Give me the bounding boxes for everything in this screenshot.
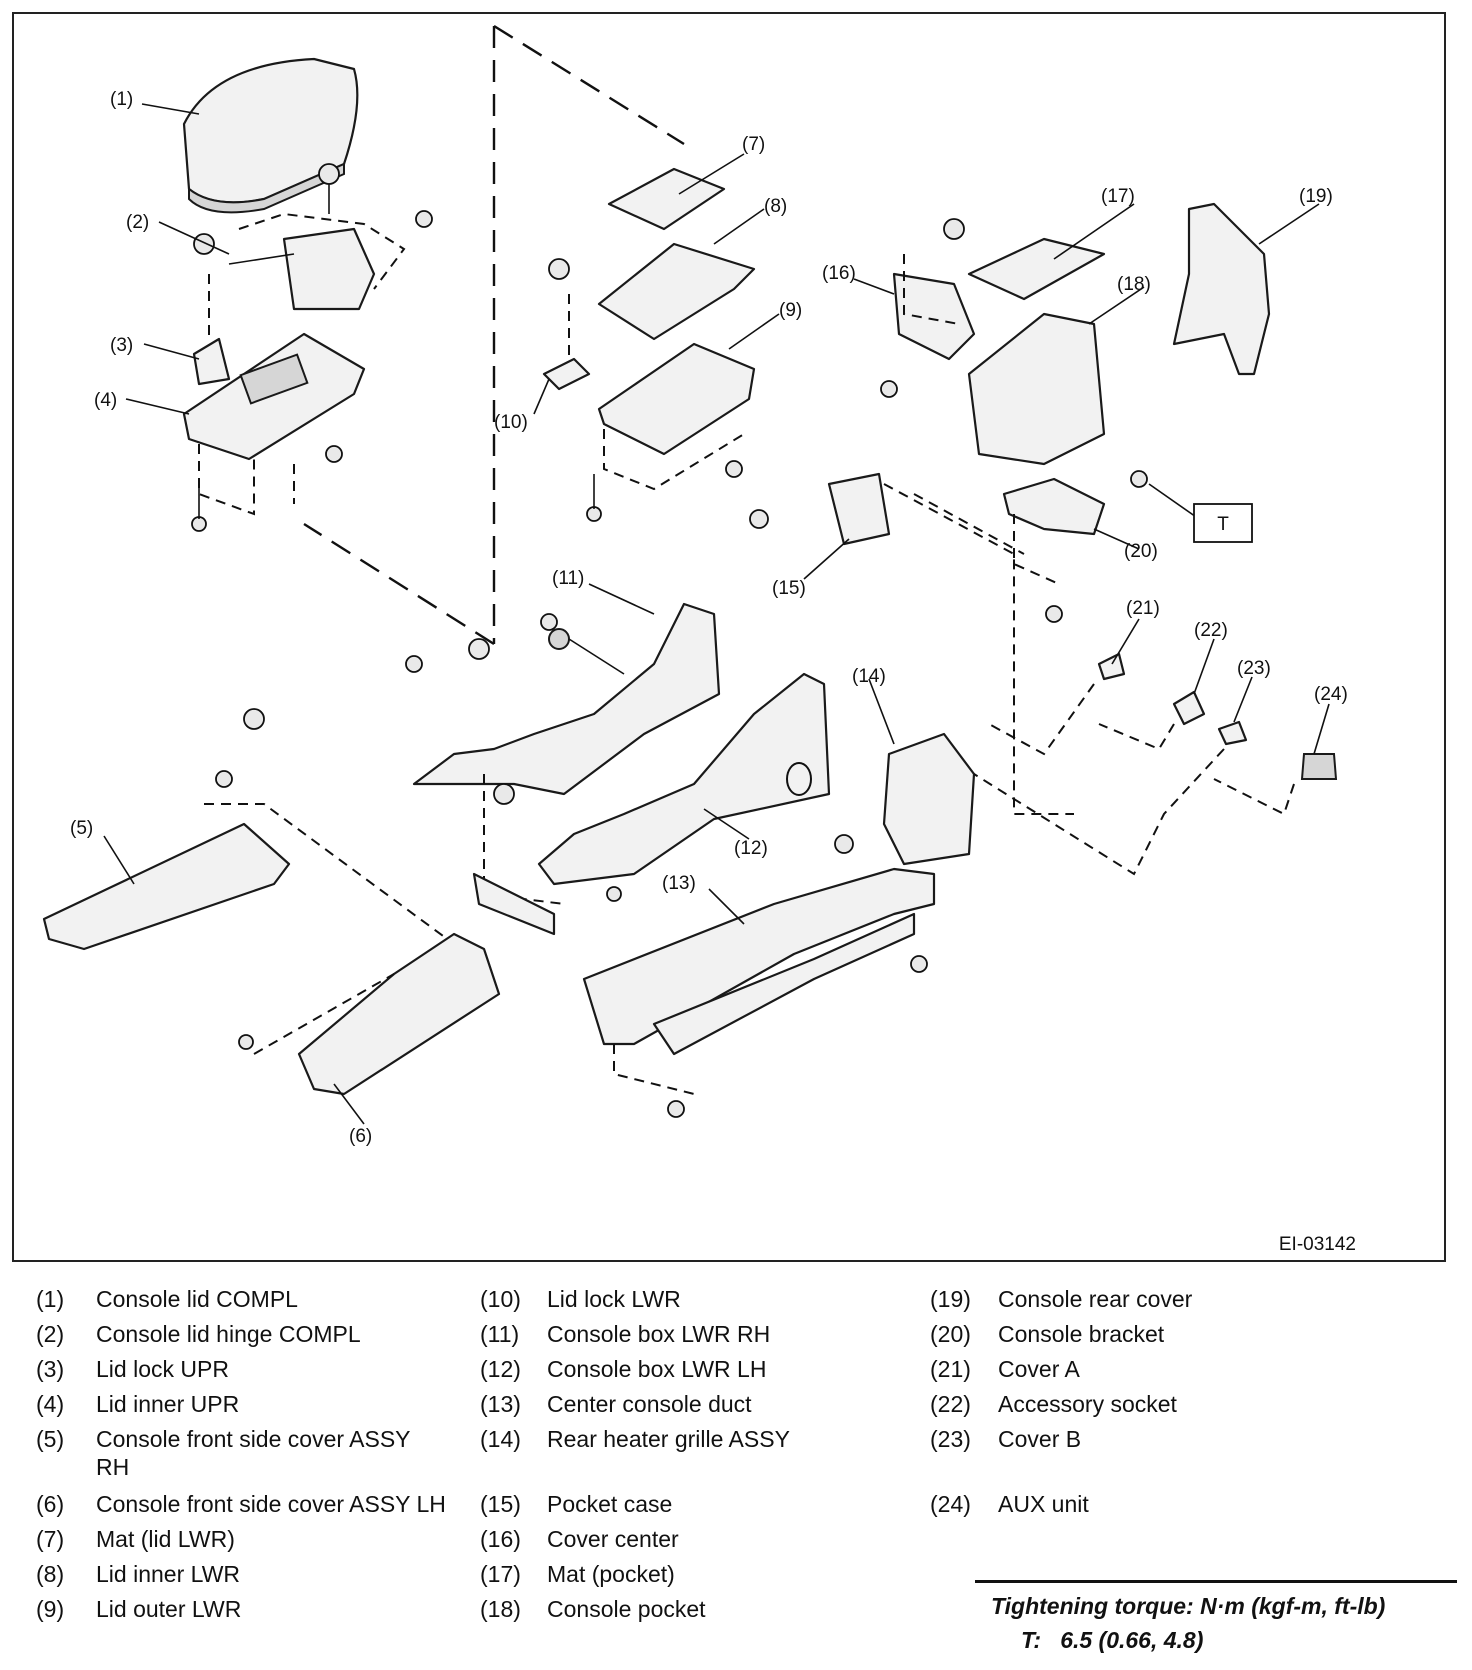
callout-22: (22) [1194, 620, 1228, 641]
screw-icon [834, 834, 854, 854]
screw-icon [943, 218, 965, 240]
screw-icon [193, 233, 215, 255]
part-mat-lid-lwr [607, 167, 726, 231]
callout-15: (15) [772, 578, 806, 599]
torque-spec-label: T: [1021, 1627, 1042, 1653]
callout-6: (6) [349, 1126, 372, 1147]
screw-icon [725, 460, 743, 478]
part-cover-a [988, 652, 1126, 756]
part-console-lid-hinge [228, 212, 406, 311]
screw-icon [910, 955, 928, 973]
part-lid-inner-lwr [597, 242, 756, 341]
part-box-bracket [472, 872, 556, 936]
part-console-pocket [967, 312, 1106, 466]
part-console-bracket [1002, 477, 1106, 585]
exploded-view-diagram: T (1) (2) (3) (4) (5) (6) (7) [42, 24, 1356, 1255]
callout-14: (14) [852, 666, 886, 687]
screw-icon [405, 655, 423, 673]
parts-legend: (1)Console lid COMPL (2)Console lid hing… [36, 1286, 1193, 1622]
callout-10: (10) [494, 412, 528, 433]
callout-3: (3) [110, 335, 133, 356]
callout-2: (2) [126, 212, 149, 233]
screw-icon [215, 770, 233, 788]
screw-icon [191, 516, 207, 532]
screw-icon [1045, 605, 1063, 623]
torque-marker-label: T [1217, 514, 1229, 535]
screw-icon [318, 163, 340, 185]
torque-spec-value: T: 6.5 (0.66, 4.8) [1021, 1627, 1203, 1654]
callout-labels: (1) (2) (3) (4) (5) (6) (7) (8) (9) (10)… [70, 89, 1348, 1147]
callout-23: (23) [1237, 658, 1271, 679]
callout-4: (4) [94, 390, 117, 411]
callout-leaders [103, 103, 1330, 1125]
screw-icon [606, 886, 622, 902]
screw-icon [880, 380, 898, 398]
assembly-guide-lines [303, 24, 1074, 815]
torque-marker: T [1193, 503, 1253, 543]
part-console-rear-cover [1172, 202, 1271, 376]
screw-icon [667, 1100, 685, 1118]
screw-icon [325, 445, 343, 463]
fasteners [191, 163, 1200, 1118]
diagram-frame: T (1) (2) (3) (4) (5) (6) (7) [12, 12, 1446, 1262]
part-cover-center [892, 254, 976, 361]
callout-16: (16) [822, 263, 856, 284]
part-lid-lock-upr [192, 274, 231, 386]
part-rear-heater-grille [882, 732, 976, 866]
callout-20: (20) [1124, 541, 1158, 562]
callout-19: (19) [1299, 186, 1333, 207]
part-cover-b [973, 720, 1248, 876]
part-console-lid [182, 57, 359, 214]
screw-icon [415, 210, 433, 228]
callout-21: (21) [1126, 598, 1160, 619]
callout-1: (1) [110, 89, 133, 110]
callout-17: (17) [1101, 186, 1135, 207]
callout-18: (18) [1117, 274, 1151, 295]
part-accessory-socket [1098, 690, 1206, 751]
part-lid-inner-upr [182, 332, 366, 516]
callout-9: (9) [779, 300, 802, 321]
callout-5: (5) [70, 818, 93, 839]
part-front-side-cover-rh [42, 803, 455, 951]
torque-spec-number: 6.5 (0.66, 4.8) [1060, 1627, 1204, 1653]
part-console-box-lwr-rh [412, 602, 721, 796]
screw-icon [586, 506, 602, 522]
screw-icon [540, 613, 558, 631]
screw-icon [548, 258, 570, 280]
callout-7: (7) [742, 134, 765, 155]
callout-8: (8) [764, 196, 787, 217]
part-pocket-case [827, 472, 891, 546]
part-aux-unit [1213, 753, 1338, 816]
callout-11: (11) [552, 568, 584, 589]
clip-icon [238, 1034, 254, 1050]
torque-spec-box: Tightening torque: N·m (kgf-m, ft-lb) T:… [975, 1580, 1457, 1658]
part-front-side-cover-lh [253, 932, 501, 1096]
screw-icon [243, 708, 265, 730]
screw-icon [749, 509, 769, 529]
torque-spec-title: Tightening torque: N·m (kgf-m, ft-lb) [991, 1593, 1386, 1619]
figure-reference-code: EI-03142 [1279, 1234, 1356, 1255]
part-lid-outer-lwr [597, 342, 756, 491]
callout-24: (24) [1314, 684, 1348, 705]
part-lid-lock-lwr [542, 294, 591, 391]
part-mat-pocket [967, 237, 1106, 301]
callout-12: (12) [734, 838, 768, 859]
screw-icon [493, 783, 515, 805]
callout-13: (13) [662, 873, 696, 894]
screw-icon [1130, 470, 1148, 488]
screw-icon [468, 638, 490, 660]
part-center-console-duct [582, 867, 936, 1095]
